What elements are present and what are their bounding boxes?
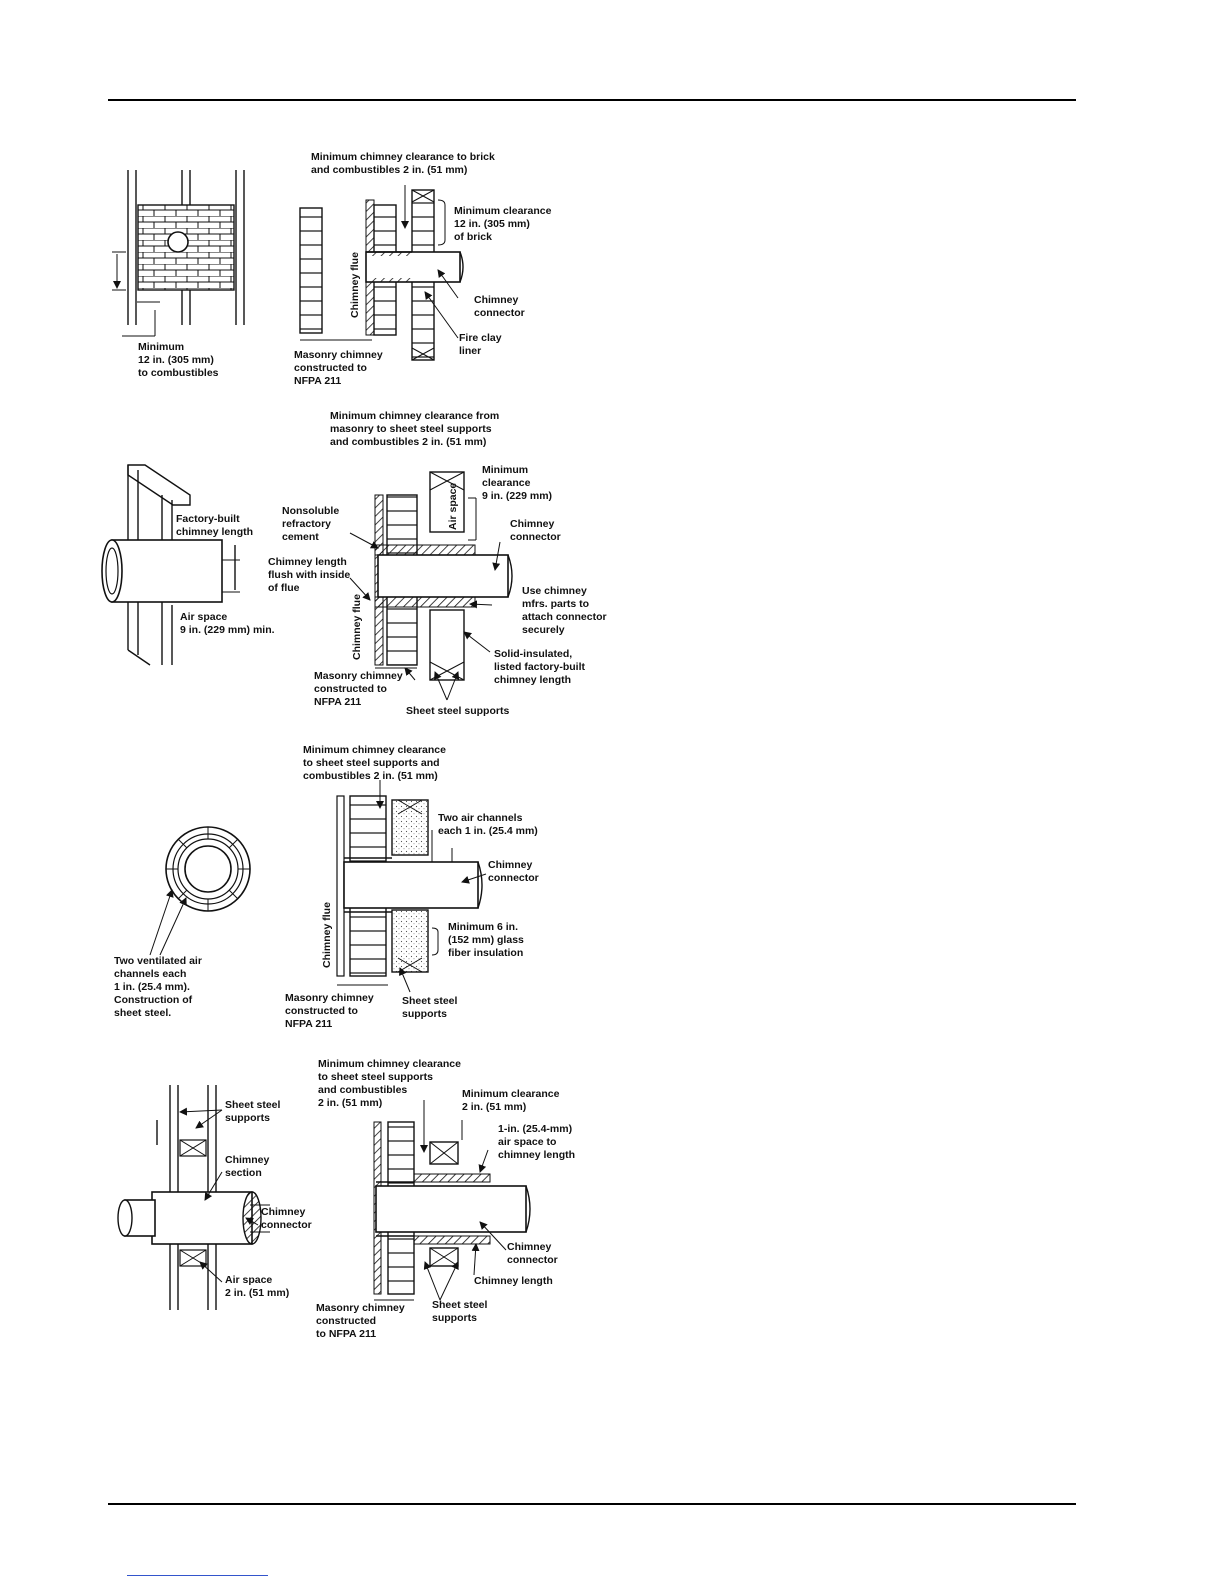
panel3-two-air-channels: Two air channels each 1 in. (25.4 mm): [438, 812, 538, 837]
panel2-chimney-connector: Chimney connector: [510, 518, 561, 543]
panel2-factory-built: Factory-built chimney length: [176, 513, 253, 538]
panel3-min-6-in: Minimum 6 in. (152 mm) glass fiber insul…: [448, 921, 527, 959]
panel4-chimney-section: Chimney section: [225, 1154, 272, 1179]
panel3-sheet-steel-supports: Sheet steel supports: [402, 995, 460, 1020]
panel1-wall-elevation: [112, 170, 245, 337]
panel2-min-clearance-9: Minimum clearance 9 in. (229 mm): [482, 464, 552, 502]
header-rule: [108, 99, 1076, 101]
panel2-air-space-9: Air space 9 in. (229 mm) min.: [180, 611, 275, 636]
panel4-min-clearance-2: Minimum clearance 2 in. (51 mm): [462, 1088, 562, 1113]
panel3-two-ventilated: Two ventilated air channels each 1 in. (…: [114, 955, 205, 1019]
panel4-section: [373, 1100, 531, 1301]
panel2-masonry-chimney: Masonry chimney constructed to NFPA 211: [314, 670, 406, 708]
panel-4-chimney-section-thimble: Sheet steel supports Chimney section Chi…: [117, 1058, 575, 1340]
panel2-perspective: [101, 464, 240, 666]
panel1-masonry-chimney: Masonry chimney constructed to NFPA 211: [294, 349, 386, 387]
panel4-perspective: [117, 1085, 270, 1310]
panel2-chimney-length-flush: Chimney length flush with inside of flue: [268, 556, 353, 594]
panel4-air-space-2: Air space 2 in. (51 mm): [225, 1274, 289, 1299]
panel2-sheet-steel-supports: Sheet steel supports: [406, 705, 509, 717]
panel1-fire-clay-liner: Fire clay liner: [459, 332, 505, 357]
footer-link-underline[interactable]: [127, 1575, 268, 1576]
panel3-chimney-connector: Chimney connector: [488, 859, 539, 884]
panel3-ring-section: [149, 826, 251, 956]
panel3-masonry-chimney: Masonry chimney constructed to NFPA 211: [285, 992, 377, 1030]
panel4-min-chimney-clearance: Minimum chimney clearance to sheet steel…: [318, 1058, 464, 1109]
panel4-sheet-steel-supports: Sheet steel supports: [432, 1299, 490, 1324]
panel1-chimney-flue: Chimney flue: [349, 252, 361, 318]
panel2-min-chimney-clearance: Minimum chimney clearance from masonry t…: [330, 410, 502, 448]
panel4-chimney-connector-left: Chimney connector: [261, 1206, 312, 1231]
panel2-section: [349, 471, 513, 701]
panel4-air-space-1in: 1-in. (25.4-mm) air space to chimney len…: [498, 1123, 575, 1161]
panel-1-masonry-clearance: Minimum 12 in. (305 mm) to combustibles …: [112, 151, 554, 387]
panel2-air-space-vertical: Air space: [447, 483, 459, 530]
panel1-chimney-connector: Chimney connector: [474, 294, 525, 319]
panel3-chimney-flue: Chimney flue: [321, 902, 333, 968]
footer-rule: [108, 1503, 1076, 1505]
panel2-chimney-flue: Chimney flue: [351, 594, 363, 660]
panel3-min-chimney-clearance: Minimum chimney clearance to sheet steel…: [303, 744, 449, 782]
panel1-min-chimney-clearance: Minimum chimney clearance to brick and c…: [311, 151, 498, 176]
panel2-nonsoluble: Nonsoluble refractory cement: [282, 505, 342, 543]
panel1-min-to-combustibles: Minimum 12 in. (305 mm) to combustibles: [138, 341, 219, 379]
panel4-masonry-chimney: Masonry chimney constructed to NFPA 211: [316, 1302, 408, 1340]
panel4-chimney-length: Chimney length: [474, 1275, 553, 1287]
panel1-min-clearance-brick: Minimum clearance 12 in. (305 mm) of bri…: [454, 205, 554, 243]
panel-2-factory-built-clearance: Factory-built chimney length Air space 9…: [101, 410, 610, 717]
panel3-section: [336, 780, 487, 993]
panel1-section: [299, 185, 464, 361]
panel-3-ventilated-thimble: Two ventilated air channels each 1 in. (…: [114, 744, 539, 1030]
panel4-chimney-connector-right: Chimney connector: [507, 1241, 558, 1266]
panel2-solid-insulated: Solid-insulated, listed factory-built ch…: [494, 648, 588, 686]
panel4-sheet-steel-supports-left: Sheet steel supports: [225, 1099, 283, 1124]
panel2-use-mfrs: Use chimney mfrs. parts to attach connec…: [522, 585, 610, 636]
